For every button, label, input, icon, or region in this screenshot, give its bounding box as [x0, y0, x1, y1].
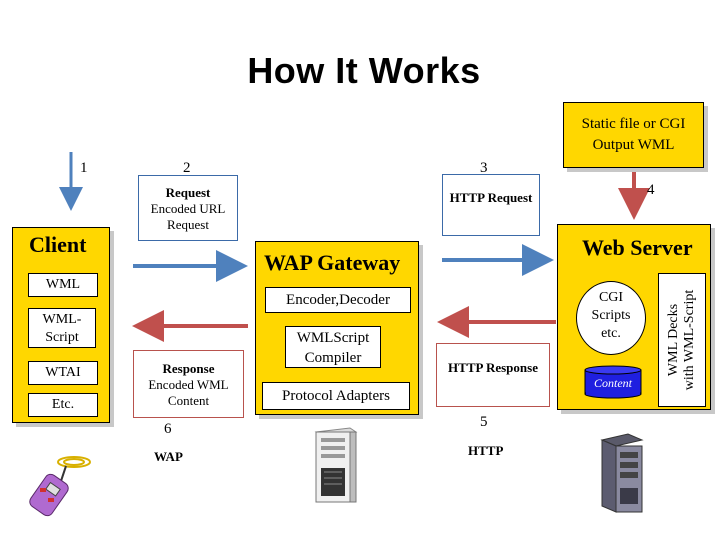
- request-label-box: Request Encoded URL Request: [138, 175, 238, 241]
- content-label: Content: [594, 376, 632, 390]
- response-body: Encoded WML Content: [148, 377, 229, 408]
- server-tower-icon: [314, 427, 358, 503]
- gateway-item-encoder: Encoder,Decoder: [265, 287, 411, 313]
- client-item-wml-script: WML- Script: [28, 308, 96, 348]
- http-response-label-box: HTTP Response: [436, 343, 550, 407]
- web-server-box: Web Server CGI Scripts etc. Content WML …: [557, 224, 711, 410]
- web-server-tower-icon: [600, 433, 644, 513]
- wap-gateway-box: WAP Gateway Encoder,Decoder WMLScript Co…: [255, 241, 419, 415]
- client-box: Client WML WML- Script WTAI Etc.: [12, 227, 110, 423]
- response-title: Response: [162, 361, 215, 376]
- gateway-item-protocol-adapters: Protocol Adapters: [262, 382, 410, 410]
- step-4-number: 4: [647, 182, 655, 198]
- cgi-scripts-label: CGI Scripts etc.: [591, 290, 631, 341]
- http-request-label-box: HTTP Request: [442, 174, 540, 236]
- wml-decks-box: WML Decks with WML-Script: [658, 273, 706, 407]
- server-heading: Web Server: [582, 235, 693, 260]
- client-item-etc: Etc.: [28, 393, 98, 417]
- client-heading: Client: [29, 232, 87, 257]
- client-item-wtai: WTAI: [28, 361, 98, 385]
- step-2-number: 2: [183, 160, 191, 176]
- request-title: Request: [165, 185, 211, 200]
- step-3-number: 3: [480, 160, 488, 176]
- database-icon: [584, 365, 642, 399]
- static-file-label: Static file or CGI Output WML: [581, 116, 686, 153]
- phone-icon: [29, 456, 91, 517]
- client-item-wml: WML: [28, 273, 98, 297]
- response-label-box: Response Encoded WML Content: [133, 350, 244, 418]
- gateway-item-wmlscript-compiler: WMLScript Compiler: [285, 326, 381, 368]
- step-6-number: 6: [164, 421, 172, 437]
- http-caption: HTTP: [468, 443, 504, 458]
- content-cylinder: Content: [584, 365, 642, 399]
- http-response-label: HTTP Response: [448, 360, 538, 375]
- wml-decks-label: WML Decks with WML-Script: [666, 289, 697, 391]
- step-1-number: 1: [80, 160, 88, 176]
- wap-caption: WAP: [154, 449, 183, 464]
- static-file-box: Static file or CGI Output WML: [563, 102, 704, 168]
- gateway-heading: WAP Gateway: [264, 250, 401, 275]
- page-title: How It Works: [247, 50, 481, 91]
- step-5-number: 5: [480, 414, 488, 430]
- http-request-label: HTTP Request: [449, 190, 533, 205]
- cgi-scripts-circle: CGI Scripts etc.: [576, 281, 646, 355]
- request-body: Encoded URL Request: [150, 201, 226, 232]
